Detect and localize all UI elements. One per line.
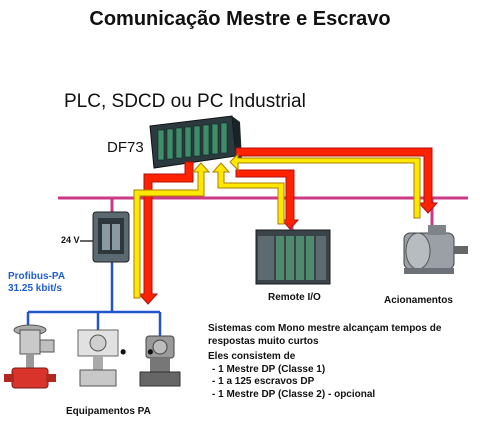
drives-label: Acionamentos — [384, 295, 453, 306]
info-text-block: Sistemas com Mono mestre alcançam tempos… — [208, 323, 473, 401]
motor-device — [403, 225, 468, 274]
info-bullet: - 1 a 125 escravos DP — [212, 376, 315, 387]
diagram-title: Comunicação Mestre e Escravo — [89, 8, 391, 30]
more-devices-dots: • • — [120, 342, 162, 362]
profibus-pa-rate: 31.25 kbit/s — [8, 283, 62, 294]
response-arrows — [133, 152, 421, 299]
request-arrows — [137, 147, 439, 305]
info-bullet: - 1 Mestre DP (Classe 1) — [212, 363, 326, 375]
plc-rack — [149, 115, 242, 169]
profibus-pa-name: Profibus-PA — [8, 271, 66, 282]
power-label: 24 V — [61, 235, 80, 245]
profibus-pa-network — [26, 262, 162, 336]
pa-valve-device — [4, 324, 56, 389]
plc-subtitle: PLC, SDCD ou PC Industrial — [64, 91, 306, 112]
pa-equipment-label: Equipamentos PA — [66, 406, 151, 417]
pa-transmitter-device — [77, 329, 119, 387]
remote-io-device — [255, 229, 331, 285]
remote-io-label: Remote I/O — [268, 292, 321, 303]
dp-pa-coupler — [92, 211, 130, 263]
info-line-2: respostas muito curtos — [208, 335, 319, 347]
info-heading: Eles consistem de — [208, 351, 296, 362]
info-line-1: Sistemas com Mono mestre alcançam tempos… — [208, 323, 442, 334]
info-bullet: - 1 Mestre DP (Classe 2) - opcional — [212, 388, 376, 400]
profibus-pa-label: Profibus-PA 31.25 kbit/s — [8, 271, 65, 295]
plc-label: DF73 — [107, 139, 144, 156]
pa-pressure-device — [139, 335, 181, 387]
